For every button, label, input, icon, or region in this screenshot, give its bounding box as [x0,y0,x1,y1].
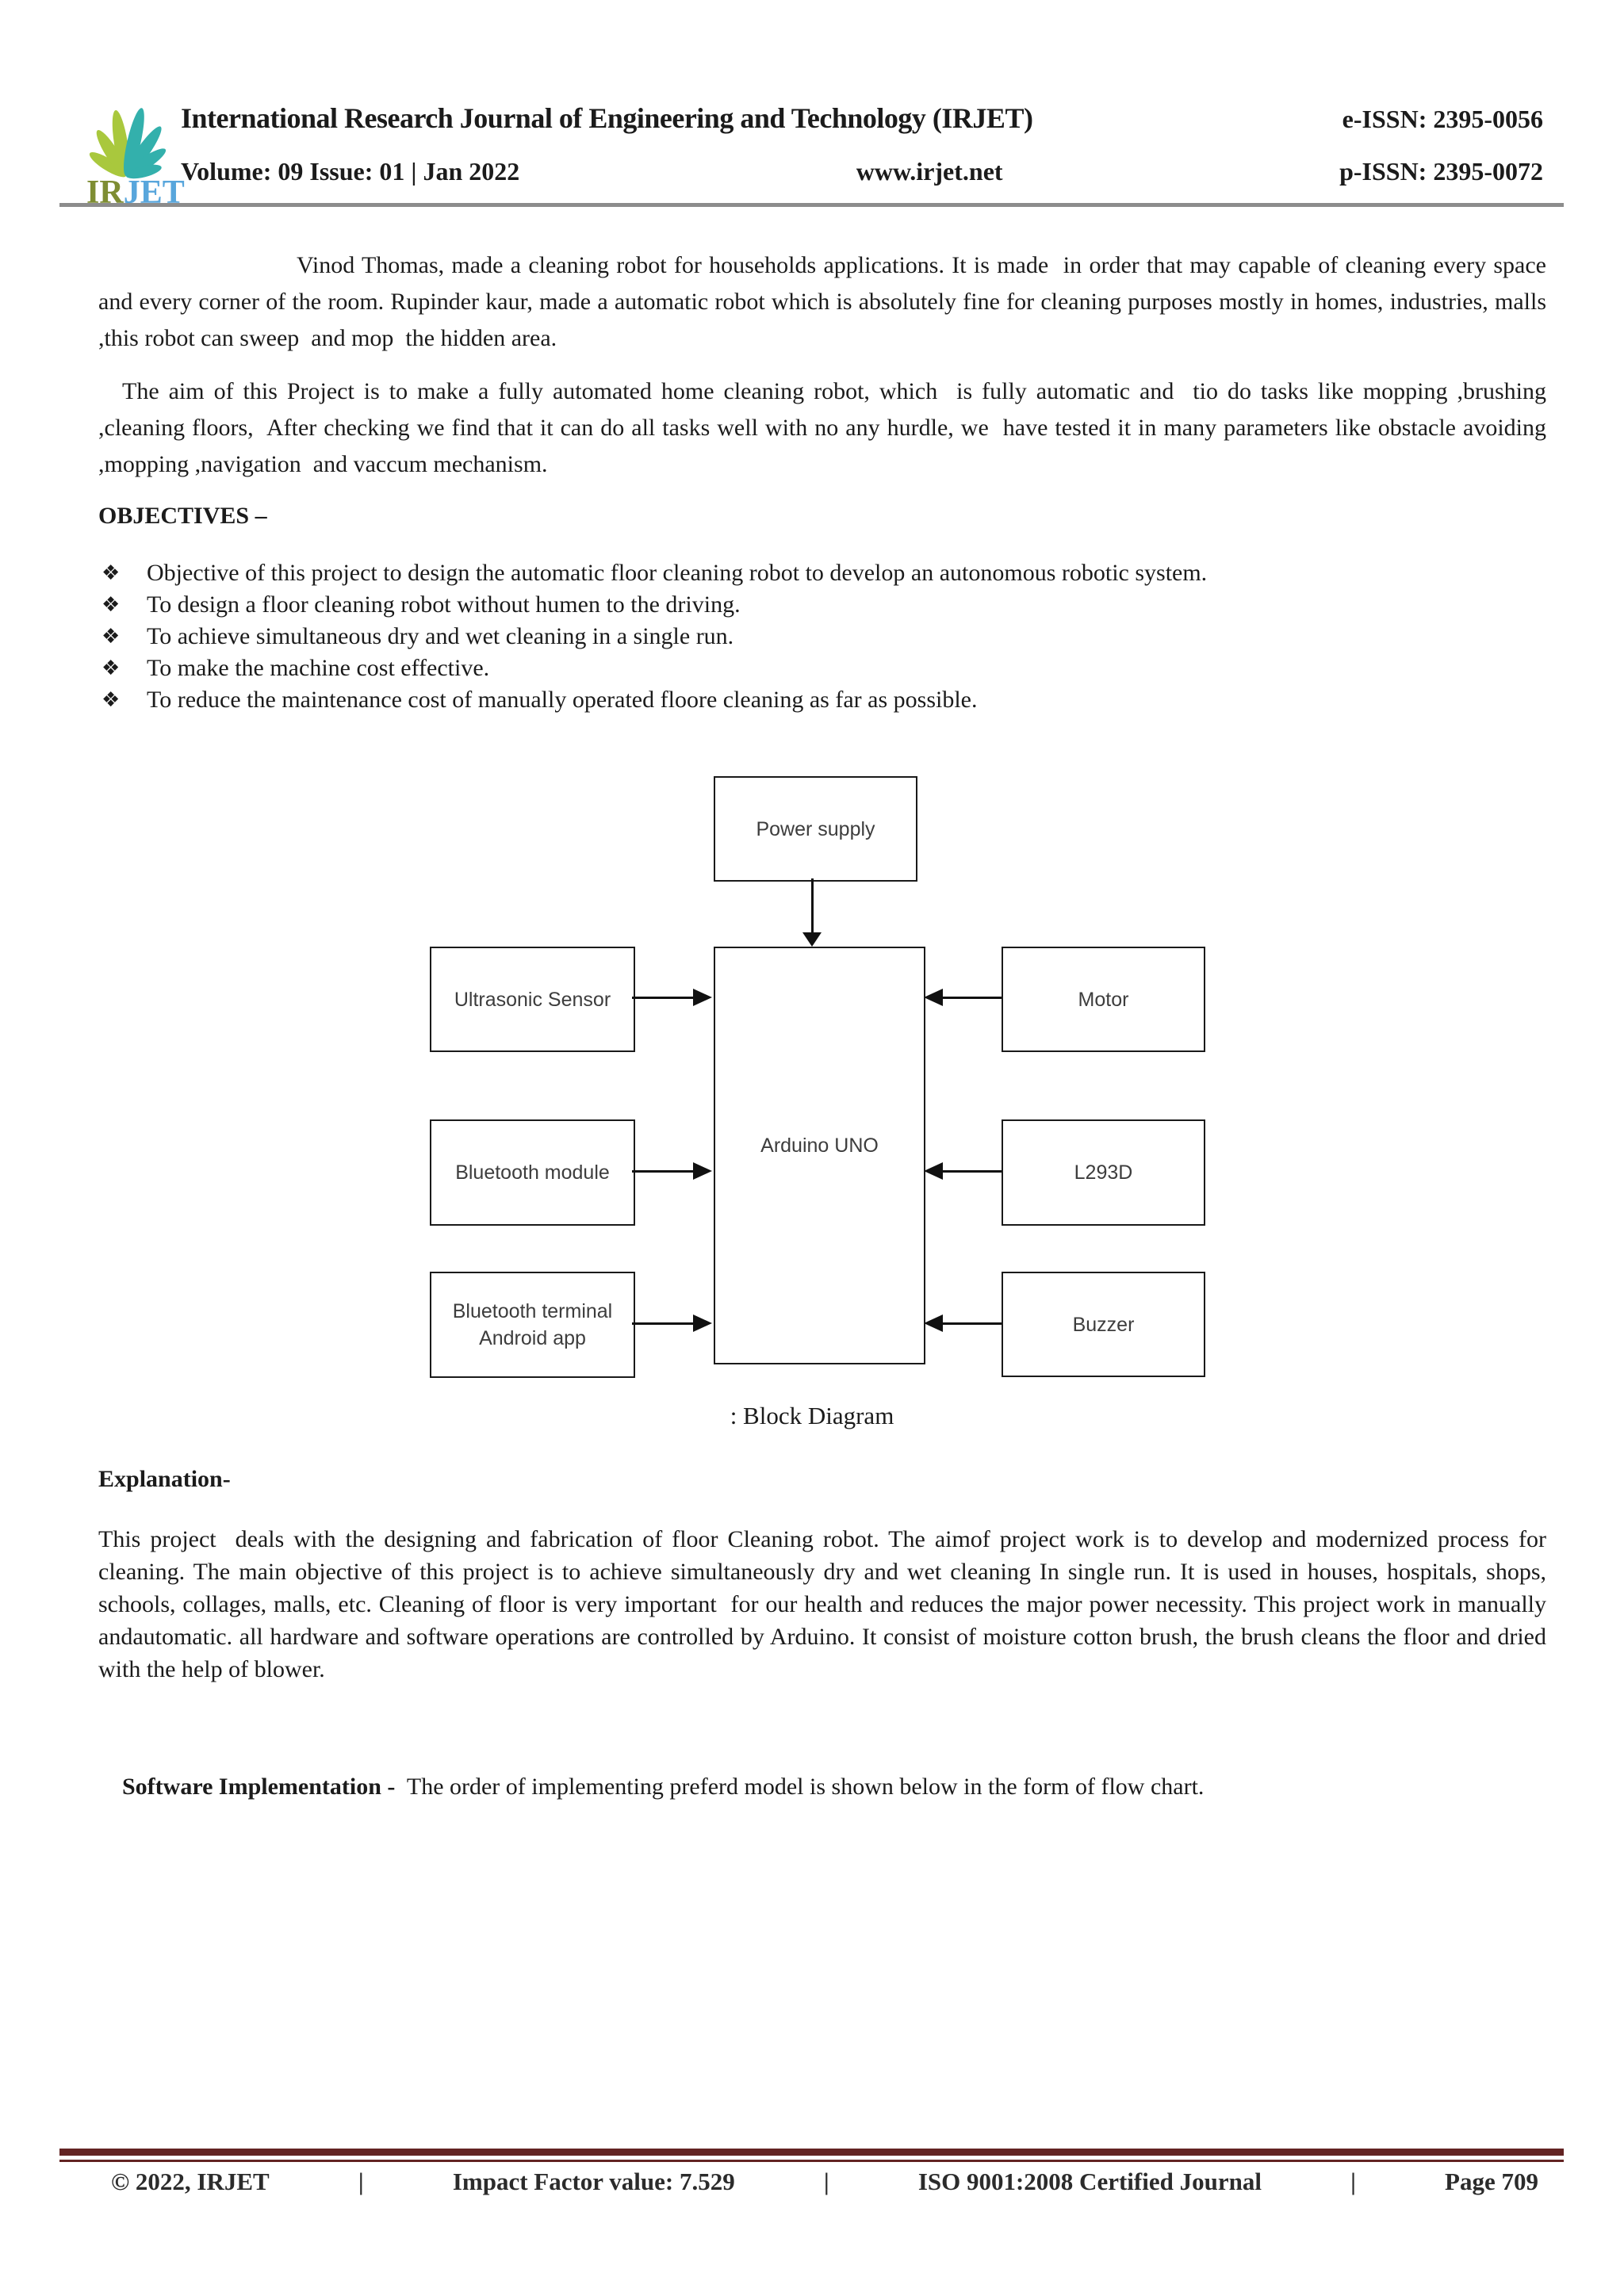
node-label: Motor [1078,988,1129,1011]
software-implementation-line: Software Implementation - The order of i… [98,1747,1204,1827]
arrow-motor-to-arduino [941,997,1002,999]
logo-leaves [89,108,167,179]
diagram-caption: : Block Diagram [730,1402,894,1429]
node-label: Power supply [756,817,875,840]
diamond-bullet-icon: ❖ [102,593,121,617]
diamond-bullet-icon: ❖ [102,561,121,585]
objective-item: ❖ To design a floor cleaning robot witho… [102,589,1553,621]
arrow-btmodule-to-arduino [632,1170,695,1173]
footer-copyright: © 2022, IRJET [111,2168,270,2195]
arrow-l293d-to-arduino [941,1170,1002,1173]
diagram-node-power-supply: Power supply [714,776,917,882]
objective-text: To reduce the maintenance cost of manual… [147,687,978,713]
node-label: Ultrasonic Sensor [454,988,611,1011]
arrowhead-down-icon [802,932,822,947]
objective-item: ❖ Objective of this project to design th… [102,557,1553,589]
p-issn: p-ISSN: 2395-0072 [1339,157,1543,186]
footer-divider-thick [59,2149,1564,2156]
irjet-logo-icon: IRJET [86,108,185,208]
arrowhead-right-icon [693,989,712,1006]
diagram-node-bluetooth-terminal: Bluetooth terminal Android app [430,1272,635,1378]
intro-paragraph-1: Vinod Thomas, made a cleaning robot for … [98,252,1553,351]
diagram-node-l293d: L293D [1002,1119,1205,1226]
objective-text: Objective of this project to design the … [147,560,1208,586]
footer-separator: | [358,2168,364,2195]
node-label: Arduino UNO [760,1135,879,1157]
arrowhead-left-icon [924,1162,943,1180]
explanation-heading: Explanation- [98,1466,231,1492]
arrow-btterminal-to-arduino [632,1322,695,1325]
diamond-bullet-icon: ❖ [102,688,121,712]
diamond-bullet-icon: ❖ [102,625,121,649]
logo-text: IRJET [86,174,185,208]
arrowhead-left-icon [924,989,943,1006]
diagram-node-bluetooth-module: Bluetooth module [430,1119,635,1226]
software-implementation-heading: Software Implementation - [122,1774,401,1800]
objective-item: ❖ To reduce the maintenance cost of manu… [102,684,1553,716]
objective-item: ❖ To make the machine cost effective. [102,652,1553,684]
node-label: Bluetooth module [455,1161,610,1184]
journal-website-link[interactable]: www.irjet.net [856,157,1003,186]
e-issn: e-ISSN: 2395-0056 [1342,105,1543,133]
arrow-buzzer-to-arduino [941,1322,1002,1325]
footer-iso: ISO 9001:2008 Certified Journal [917,2168,1262,2195]
footer-separator: | [823,2168,829,2195]
footer-separator: | [1350,2168,1356,2195]
header-meta-row: Volume: 09 Issue: 01 | Jan 2022 www.irje… [181,157,1543,186]
explanation-paragraph: This project deals with the designing an… [98,1526,1553,1682]
footer: © 2022, IRJET | Impact Factor value: 7.5… [111,2168,1538,2196]
diagram-node-ultrasonic-sensor: Ultrasonic Sensor [430,947,635,1052]
objective-text: To make the machine cost effective. [147,655,490,681]
diagram-node-buzzer: Buzzer [1002,1272,1205,1377]
node-label: L293D [1074,1161,1133,1184]
diagram-node-arduino-uno: Arduino UNO [714,947,925,1364]
node-label-line1: Bluetooth terminal [452,1300,613,1322]
arrowhead-right-icon [693,1314,712,1332]
intro-paragraph-2: The aim of this Project is to make a ful… [98,378,1553,477]
footer-divider-thin [59,2160,1564,2162]
arrow-ultrasonic-to-arduino [632,997,695,999]
journal-title: International Research Journal of Engine… [181,102,1033,134]
header-divider [59,203,1564,207]
objective-text: To design a floor cleaning robot without… [147,591,741,618]
arrowhead-right-icon [693,1162,712,1180]
volume-issue: Volume: 09 Issue: 01 | Jan 2022 [181,157,520,186]
diagram-node-motor: Motor [1002,947,1205,1052]
objectives-heading: OBJECTIVES – [98,503,267,529]
software-implementation-text: The order of implementing preferd model … [400,1774,1205,1800]
objective-item: ❖ To achieve simultaneous dry and wet cl… [102,621,1553,652]
node-label-line2: Android app [479,1327,586,1349]
diamond-bullet-icon: ❖ [102,656,121,680]
arrowhead-left-icon [924,1314,943,1332]
objectives-list: ❖ Objective of this project to design th… [102,557,1553,716]
footer-page-number: Page 709 [1445,2168,1538,2195]
arrow-power-to-arduino [811,878,814,936]
objective-text: To achieve simultaneous dry and wet clea… [147,623,734,649]
header-title-row: International Research Journal of Engine… [181,101,1543,135]
footer-impact-factor: Impact Factor value: 7.529 [452,2168,735,2195]
node-label: Buzzer [1072,1313,1135,1336]
node-label: Bluetooth terminal Android app [453,1298,613,1352]
